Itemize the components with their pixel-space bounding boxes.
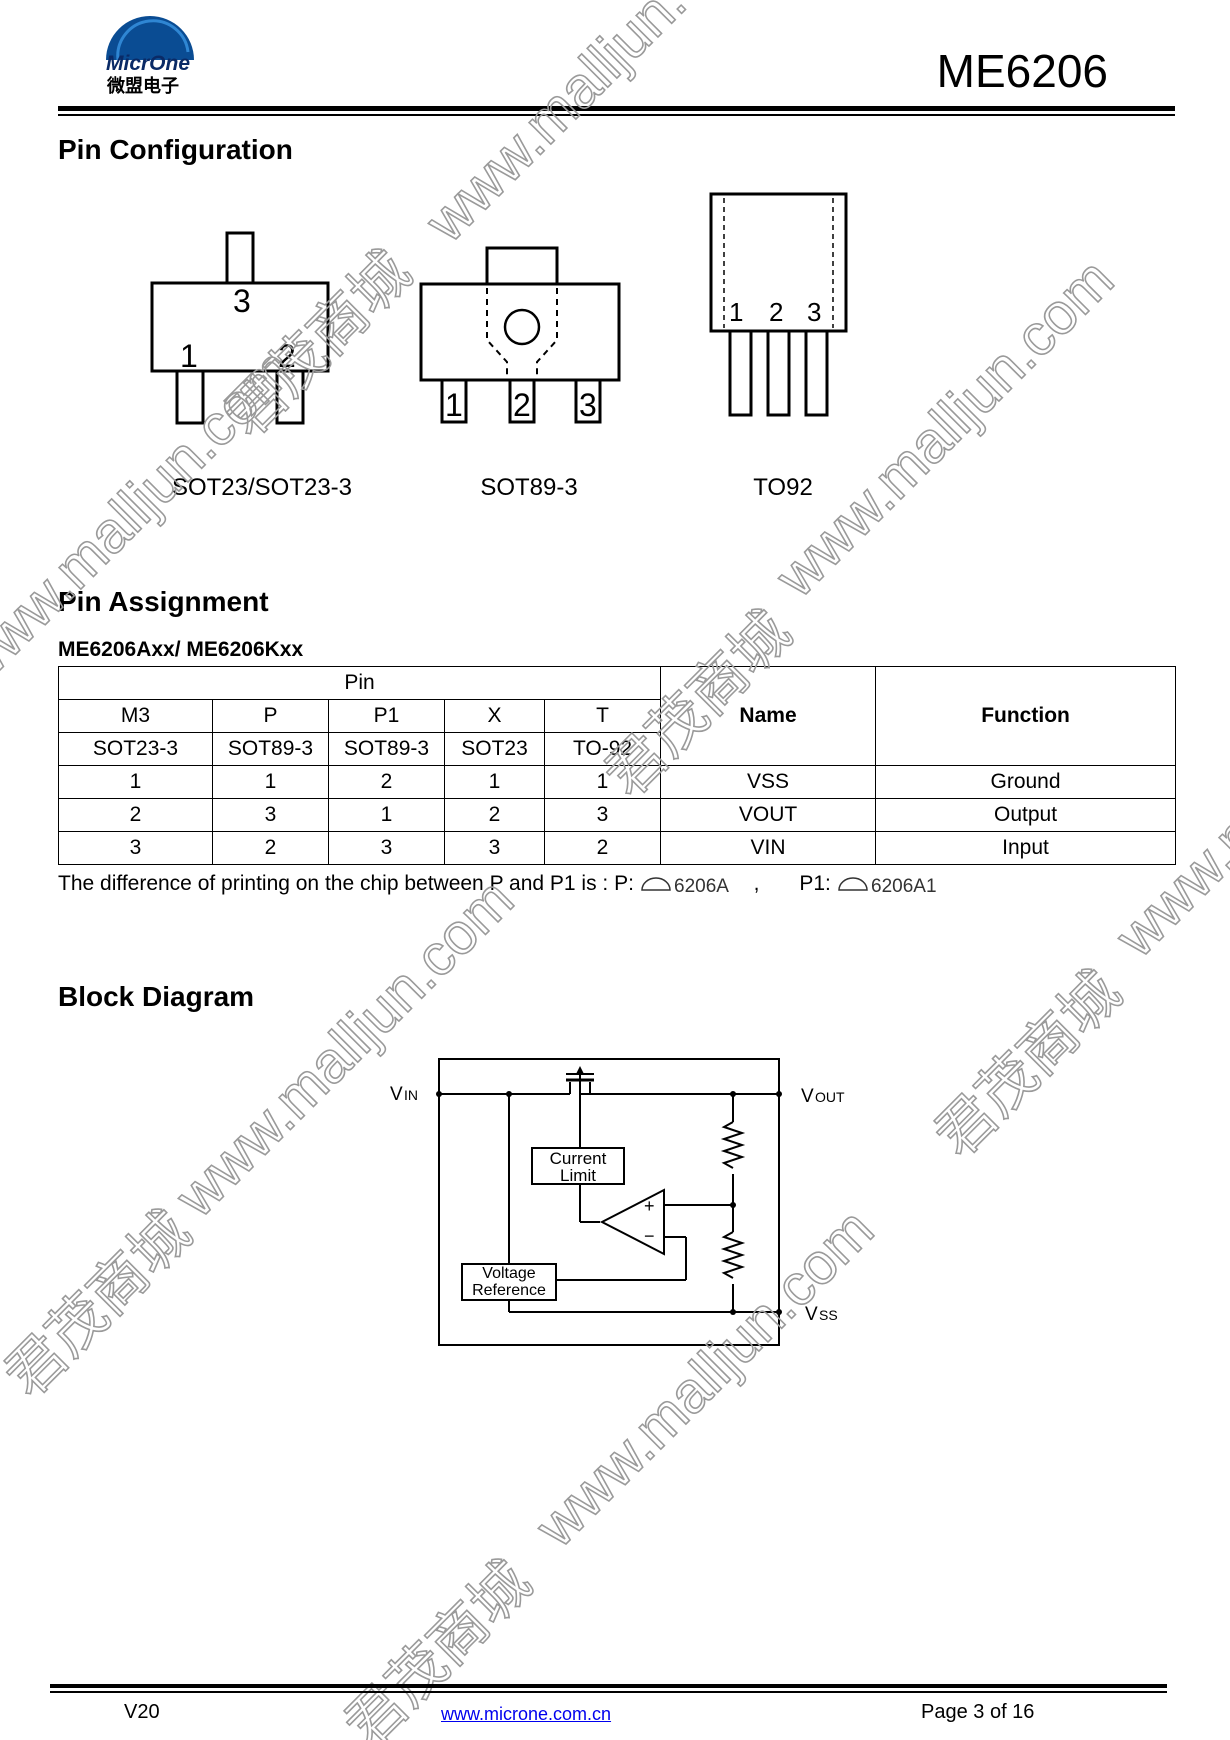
- sot23-pin-3-label: 3: [233, 283, 251, 319]
- code-header-p: P: [212, 699, 329, 733]
- to92-pin-3-label: 3: [807, 297, 821, 327]
- opamp-plus-label: +: [644, 1196, 655, 1216]
- sot89-pin-1-label: 1: [445, 387, 463, 423]
- marking-p1-icon: 6206A1: [837, 876, 937, 896]
- table-cell: 3: [444, 831, 545, 865]
- sot89-pin-2-label: 2: [513, 387, 531, 423]
- sot89-pin-3-label: 3: [579, 387, 597, 423]
- table-cell: 3: [328, 831, 445, 865]
- footer-rule-thin: [50, 1691, 1167, 1693]
- sot23-package-diagram: 3 1 2: [150, 231, 330, 425]
- package-label-sot23: SOT23/SOT23-3: [171, 474, 353, 501]
- microne-logo: MicrOne 微盟电子: [106, 16, 194, 96]
- table-cell: 1: [543, 765, 662, 799]
- marking-note: The difference of printing on the chip b…: [58, 871, 947, 897]
- vout-label: V: [801, 1086, 814, 1107]
- sot23-pin-2-label: 2: [278, 338, 296, 374]
- block-diagram-title: Block Diagram: [58, 981, 255, 1012]
- table-cell: 1: [212, 765, 329, 799]
- table-cell-function: Output: [875, 798, 1177, 832]
- marking-p-text: 6206A: [674, 876, 729, 896]
- footer-website-link[interactable]: www.microne.com.cn: [441, 1704, 612, 1724]
- package-header-t: TO-92: [543, 732, 662, 766]
- code-header-x: X: [444, 699, 545, 733]
- table-cell: 3: [212, 798, 329, 832]
- pin-assignment-title: Pin Assignment: [58, 586, 269, 617]
- table-cell-name: VIN: [660, 831, 877, 865]
- header-rule: [58, 106, 1175, 111]
- marking-note-text: The difference of printing on the chip b…: [58, 872, 634, 895]
- package-label-to92: TO92: [753, 474, 813, 501]
- marking-p-icon: 6206A: [641, 876, 729, 896]
- footer-page-number: Page 3 of 16: [921, 1701, 1035, 1723]
- table-cell-function: Input: [875, 831, 1177, 865]
- table-row: 2 3 1 2 3 VOUT Output: [58, 798, 1177, 832]
- marking-p1-label: P1:: [799, 872, 831, 895]
- sot23-pin-1-label: 1: [180, 338, 198, 374]
- vss-label: V: [805, 1304, 818, 1325]
- svg-text:微盟电子: 微盟电子: [106, 75, 179, 96]
- vin-label-sub: IN: [404, 1087, 418, 1103]
- vout-label-sub: OUT: [815, 1089, 845, 1105]
- table-cell: 2: [58, 798, 213, 832]
- sot89-package-diagram: 1 2 3: [419, 246, 621, 424]
- table-cell: 2: [543, 831, 662, 865]
- table-cell: 2: [328, 765, 445, 799]
- name-column-header: Name: [660, 666, 877, 766]
- document-title: ME6206: [936, 45, 1108, 97]
- marking-separator: ,: [753, 872, 760, 895]
- code-header-p1: P1: [328, 699, 445, 733]
- current-limit-label-2: Limit: [560, 1166, 596, 1185]
- to92-pin-1-label: 1: [729, 297, 743, 327]
- watermark-cn: 君茂商城: [0, 1199, 203, 1409]
- package-header-m3: SOT23-3: [58, 732, 213, 766]
- marking-p1-text: 6206A1: [871, 876, 937, 896]
- package-header-p: SOT89-3: [212, 732, 329, 766]
- current-limit-label-1: Current: [550, 1149, 607, 1168]
- function-column-header: Function: [875, 666, 1177, 766]
- block-diagram: V IN V OUT V SS Current Limit Voltage Re…: [390, 1058, 845, 1346]
- table-cell-function: Ground: [875, 765, 1177, 799]
- pin-assignment-table: Pin Name Function M3 P P1 X T SOT23-3 SO…: [57, 666, 1177, 865]
- vss-label-sub: SS: [819, 1307, 838, 1323]
- package-header-x: SOT23: [444, 732, 545, 766]
- table-cell: 3: [543, 798, 662, 832]
- pin-group-header: Pin: [57, 666, 662, 700]
- to92-pin-2-label: 2: [769, 297, 783, 327]
- footer-version: V20: [124, 1701, 160, 1723]
- table-cell: 1: [444, 765, 545, 799]
- table-cell: 1: [58, 765, 213, 799]
- svg-text:MicrOne: MicrOne: [106, 52, 190, 75]
- code-header-m3: M3: [58, 699, 213, 733]
- package-label-sot89: SOT89-3: [480, 474, 578, 501]
- table-cell: 2: [444, 798, 545, 832]
- code-header-t: T: [543, 699, 662, 733]
- table-row: 3 2 3 3 2 VIN Input: [58, 831, 1177, 865]
- to92-package-diagram: 1 2 3: [709, 192, 848, 417]
- watermark-cn: 君茂商城: [923, 959, 1133, 1169]
- opamp-minus-label: −: [644, 1226, 655, 1246]
- table-cell: 3: [58, 831, 213, 865]
- package-header-p1: SOT89-3: [328, 732, 445, 766]
- footer-rule: [50, 1684, 1167, 1688]
- voltage-reference-label-1: Voltage: [482, 1265, 535, 1282]
- table-cell-name: VSS: [660, 765, 877, 799]
- table-row: 1 1 2 1 1 VSS Ground: [58, 765, 1177, 799]
- pin-assignment-subtitle: ME6206Axx/ ME6206Kxx: [58, 638, 304, 661]
- table-cell-name: VOUT: [660, 798, 877, 832]
- vin-label: V: [390, 1084, 403, 1105]
- voltage-reference-label-2: Reference: [472, 1282, 546, 1299]
- table-cell: 2: [212, 831, 329, 865]
- pin-configuration-title: Pin Configuration: [58, 134, 293, 165]
- table-cell: 1: [328, 798, 445, 832]
- header-rule-thin: [58, 114, 1175, 116]
